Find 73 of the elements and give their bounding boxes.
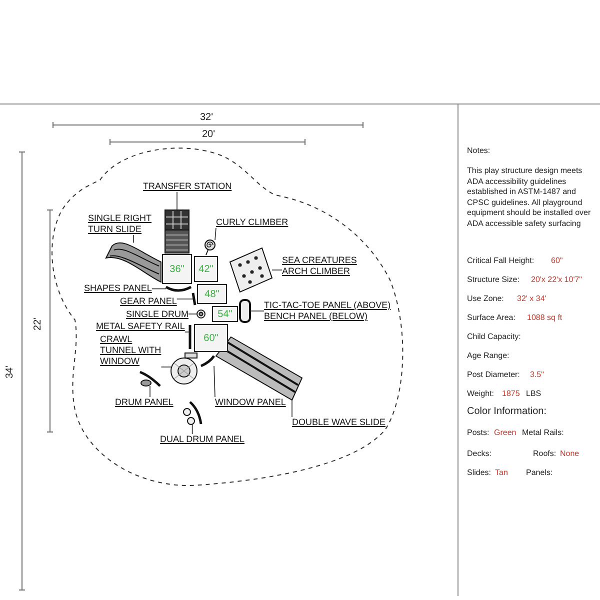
spec-label: Use Zone: <box>467 294 504 304</box>
spec-label: Posts: <box>467 428 490 438</box>
callout-label: WINDOW PANEL <box>215 397 286 408</box>
notes-heading: Notes: <box>467 146 490 156</box>
callout-label: TRANSFER STATION <box>143 181 232 192</box>
drum-panel-drawing <box>183 401 202 425</box>
deck-platform: 60" <box>194 324 228 352</box>
spec-value: 20'x 22'x 10'7" <box>531 275 582 285</box>
notes-text: This play structure design meets ADA accessibility guidelines established in ASTM-1487 and CPSC guidelines. All playground equipment should be installed over ADA accessible safety surfacing <box>467 166 592 229</box>
callout-label: SEA CREATURES ARCH CLIMBER <box>282 255 382 277</box>
dimension-label: 22' <box>32 317 45 331</box>
callout-label: SINGLE RIGHT TURN SLIDE <box>88 213 160 235</box>
deck-platform: 54" <box>212 306 238 322</box>
dimension-label: 32' <box>200 112 214 124</box>
leader-line <box>214 228 216 240</box>
climber-drawing <box>204 240 216 256</box>
leader-line <box>176 192 178 210</box>
callout-label: DRUM PANEL <box>115 397 174 408</box>
leader-line <box>176 298 194 300</box>
callout-label: CURLY CLIMBER <box>216 217 288 228</box>
callout-label: METAL SAFETY RAIL <box>96 321 185 332</box>
spec-label: Slides: <box>467 468 492 478</box>
callout-label: BENCH PANEL (BELOW) <box>264 311 369 322</box>
arch-climber-drawing <box>229 247 273 293</box>
leader-line <box>160 366 172 368</box>
spec-label: Child Capacity: <box>467 332 521 342</box>
drum-drawing <box>196 310 206 318</box>
spec-label: Roofs: <box>533 449 556 459</box>
leader-line <box>250 310 264 312</box>
leader-line <box>192 424 193 434</box>
callout-label: TIC-TAC-TOE PANEL (ABOVE) <box>264 300 391 311</box>
spec-label: Structure Size: <box>467 275 520 285</box>
dimension-label: 20' <box>202 129 216 141</box>
callout-label: GEAR PANEL <box>120 296 177 307</box>
spec-label: Metal Rails: <box>522 428 564 438</box>
callout-label: SHAPES PANEL <box>84 283 152 294</box>
panel-drawing <box>165 286 192 292</box>
leader-line <box>214 366 216 398</box>
spec-label: Weight: <box>467 389 494 399</box>
arch-panel-drawing <box>239 299 251 323</box>
panel-drawing <box>192 292 196 306</box>
crawl-tunnel-drawing <box>170 352 198 384</box>
spec-unit: LBS <box>526 389 542 399</box>
spec-label: Surface Area: <box>467 313 516 323</box>
deck-platform: 48" <box>197 284 227 304</box>
spec-value: Tan <box>495 468 508 478</box>
deck-platform: 36" <box>162 254 192 284</box>
panel-drawing <box>200 355 216 368</box>
spec-value: 1088 sq ft <box>527 313 562 323</box>
spec-value: 32' x 34' <box>517 294 546 304</box>
callout-label: CRAWL TUNNEL WITH WINDOW <box>100 334 164 367</box>
spec-value: 60" <box>551 256 563 266</box>
drum-panel-drawing <box>140 370 161 387</box>
callout-label: DOUBLE WAVE SLIDE <box>292 417 386 428</box>
spec-value: 1875 <box>502 389 520 399</box>
section-heading: Color Information: <box>467 406 546 418</box>
spec-value: 3.5" <box>530 370 544 380</box>
spec-label: Decks: <box>467 449 492 459</box>
dimension-label: 34' <box>4 365 17 379</box>
spec-value: None <box>560 449 580 459</box>
spec-label: Panels: <box>526 468 553 478</box>
spec-value: Green <box>494 428 516 438</box>
spec-label: Critical Fall Height: <box>467 256 534 266</box>
transfer-station-drawing <box>164 210 190 254</box>
deck-platform: 42" <box>194 256 218 282</box>
slide-drawing <box>106 242 162 282</box>
spec-label: Age Range: <box>467 351 510 361</box>
callout-label: DUAL DRUM PANEL <box>160 434 245 445</box>
leader-line <box>152 288 166 290</box>
safety-rail-drawing <box>188 325 192 349</box>
leader-line <box>133 234 134 244</box>
callout-label: SINGLE DRUM <box>126 309 189 320</box>
spec-label: Post Diameter: <box>467 370 520 380</box>
